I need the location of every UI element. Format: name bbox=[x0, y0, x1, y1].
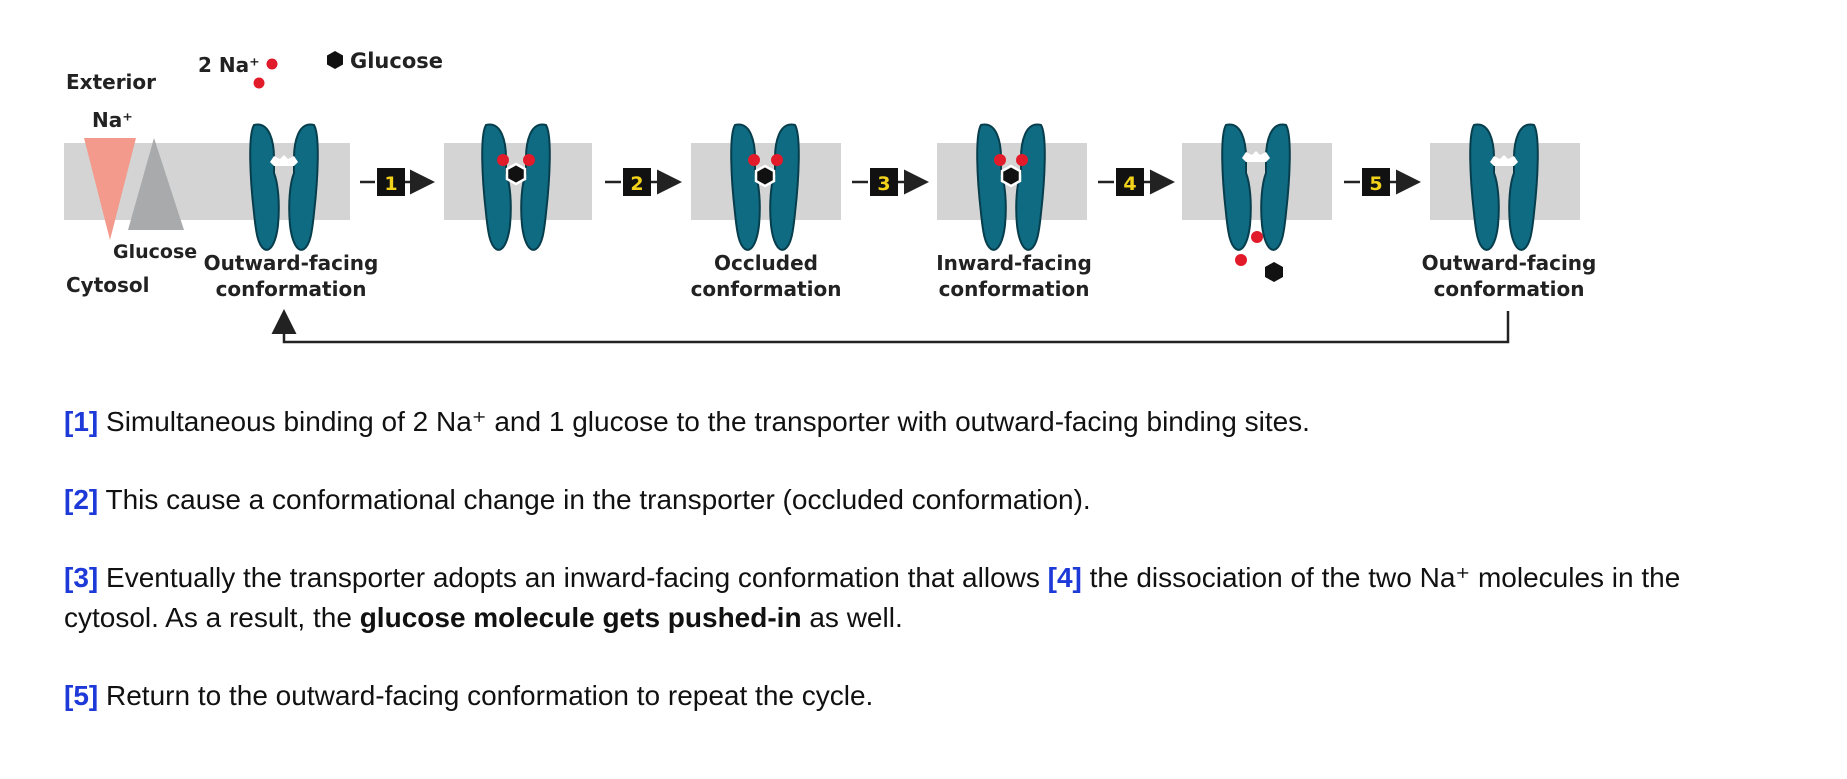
transporter-outward-facing-return bbox=[1469, 123, 1539, 251]
sodium-ion bbox=[523, 154, 535, 166]
legend-sodium-dot bbox=[253, 77, 265, 89]
conformation-label-line2: conformation bbox=[691, 277, 842, 301]
note-text: This cause a conformational change in th… bbox=[98, 484, 1091, 515]
conformation-label-line1: Outward-facing bbox=[1422, 251, 1597, 275]
glucose-gradient-label: Glucose bbox=[113, 241, 197, 263]
note-text: Eventually the transporter adopts an inw… bbox=[98, 562, 1048, 593]
exterior-label: Exterior bbox=[66, 70, 156, 94]
glucose-molecule bbox=[1000, 164, 1022, 188]
step-number: 4 bbox=[1123, 173, 1136, 195]
glucose-molecule bbox=[754, 164, 776, 188]
cycle-return-arrow bbox=[271, 309, 1510, 344]
glucose-molecule bbox=[505, 162, 527, 186]
note-text: Simultaneous binding of 2 Na⁺ and 1 gluc… bbox=[98, 406, 1310, 437]
step-box bbox=[377, 168, 405, 196]
glucose-molecule bbox=[1265, 262, 1283, 282]
sodium-ion bbox=[497, 154, 509, 166]
sodium-ion bbox=[771, 154, 783, 166]
transporter-outward-facing bbox=[249, 123, 319, 251]
step-box bbox=[623, 168, 651, 196]
step-tag: [4] bbox=[1047, 562, 1082, 593]
transporter-occluded bbox=[730, 123, 800, 251]
glucose-gradient-triangle bbox=[128, 138, 184, 230]
step-arrow-4: 4 bbox=[1098, 168, 1175, 196]
note-text: the dissociation of the two Na⁺ molecule… bbox=[64, 562, 1681, 633]
sodium-ion bbox=[1016, 154, 1028, 166]
transporter-substrates-bound bbox=[481, 123, 551, 251]
transport-cycle-diagram: 2 Na⁺ Glucose Exterior Na⁺ Glucose Cytos… bbox=[64, 49, 1597, 344]
conformation-label-line1: Outward-facing bbox=[204, 251, 379, 275]
cytosol-label: Cytosol bbox=[66, 273, 150, 297]
step-tag: [2] bbox=[64, 484, 99, 515]
step-descriptions: [1] Simultaneous binding of 2 Na⁺ and 1 … bbox=[64, 402, 1684, 754]
transporter-substrates-released bbox=[1221, 123, 1291, 282]
sodium-ion bbox=[1251, 231, 1263, 243]
conformation-label-line2: conformation bbox=[939, 277, 1090, 301]
conformation-label-line1: Inward-facing bbox=[936, 251, 1092, 275]
step-arrow-3: 3 bbox=[852, 168, 929, 196]
sodium-gradient-label: Na⁺ bbox=[92, 108, 133, 132]
sodium-ion bbox=[748, 154, 760, 166]
step-number: 5 bbox=[1369, 173, 1382, 195]
note-text: as well. bbox=[801, 602, 903, 633]
note-step-2: [2] This cause a conformational change i… bbox=[64, 480, 1684, 520]
conformation-label-line1: Occluded bbox=[714, 251, 818, 275]
note-text: Return to the outward-facing conformatio… bbox=[98, 680, 874, 711]
legend-glucose-label: Glucose bbox=[350, 49, 443, 73]
legend-glucose-icon bbox=[327, 51, 343, 69]
step-box bbox=[1116, 168, 1144, 196]
step-tag: [3] bbox=[64, 562, 99, 593]
step-number: 3 bbox=[877, 173, 890, 195]
step-box bbox=[870, 168, 898, 196]
conformation-label-line2: conformation bbox=[1434, 277, 1585, 301]
step-number: 2 bbox=[630, 173, 643, 195]
conformation-label-line2: conformation bbox=[216, 277, 367, 301]
step-arrow-2: 2 bbox=[605, 168, 682, 196]
sodium-ion bbox=[1235, 254, 1247, 266]
legend-sodium-label: 2 Na⁺ bbox=[198, 53, 260, 77]
note-step-1: [1] Simultaneous binding of 2 Na⁺ and 1 … bbox=[64, 402, 1684, 442]
step-number: 1 bbox=[384, 173, 397, 195]
transporter-inward-facing bbox=[976, 123, 1046, 251]
step-tag: [5] bbox=[64, 680, 99, 711]
legend-sodium-dot bbox=[266, 58, 278, 70]
step-box bbox=[1362, 168, 1390, 196]
sodium-ion bbox=[994, 154, 1006, 166]
step-tag: [1] bbox=[64, 406, 99, 437]
membrane-segment bbox=[1430, 143, 1580, 220]
note-step-3-4: [3] Eventually the transporter adopts an… bbox=[64, 558, 1684, 638]
note-emphasis: glucose molecule gets pushed-in bbox=[359, 602, 802, 633]
note-step-5: [5] Return to the outward-facing conform… bbox=[64, 676, 1684, 716]
step-arrow-5: 5 bbox=[1344, 168, 1421, 196]
sodium-gradient-triangle bbox=[84, 138, 136, 240]
step-arrow-1: 1 bbox=[360, 168, 435, 196]
